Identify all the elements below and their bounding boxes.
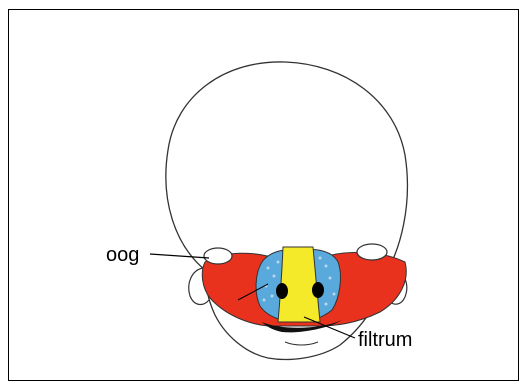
eye-label: oog — [106, 245, 139, 265]
right-eye — [357, 244, 387, 260]
philtrum-label: filtrum — [358, 330, 412, 350]
right-nostril — [312, 282, 324, 298]
left-nostril — [276, 283, 288, 299]
left-eye — [204, 248, 232, 264]
